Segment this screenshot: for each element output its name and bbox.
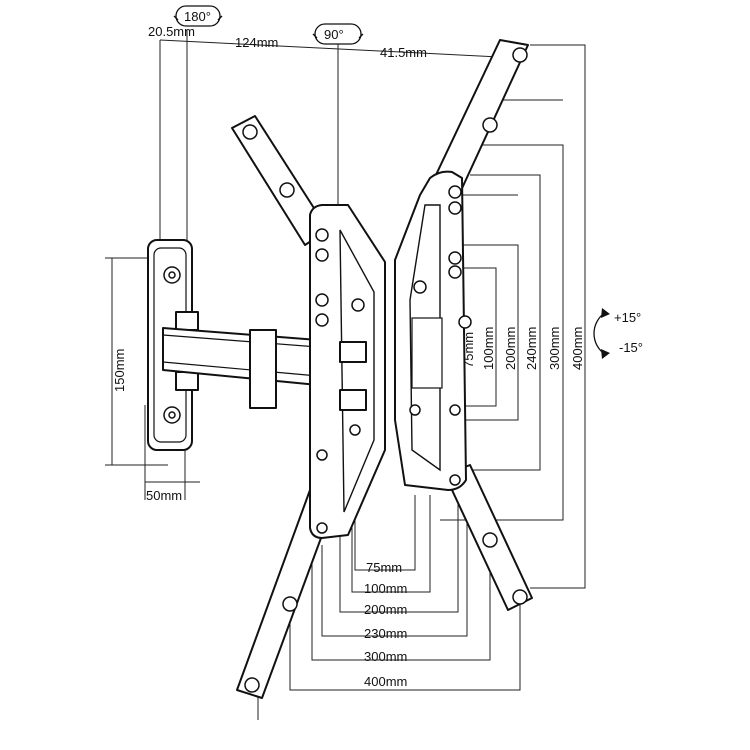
label-h-75mm: 75mm: [366, 560, 402, 575]
label-rotation-90: 90°: [324, 27, 344, 42]
label-20-5mm: 20.5mm: [148, 24, 195, 39]
label-h-100mm: 100mm: [364, 581, 407, 596]
label-rotation-180: 180°: [184, 9, 211, 24]
vesa-bracket-left: [309, 204, 386, 539]
label-h-230mm: 230mm: [364, 626, 407, 641]
label-50mm: 50mm: [146, 488, 182, 503]
label-h-200mm: 200mm: [364, 602, 407, 617]
label-124mm: 124mm: [235, 35, 278, 50]
rotation-90-icon: [312, 23, 364, 45]
label-41-5mm: 41.5mm: [380, 45, 427, 60]
label-v-200mm: 200mm: [503, 327, 518, 370]
label-v-240mm: 240mm: [524, 327, 539, 370]
rotation-180-icon: [173, 5, 223, 27]
label-v-75mm: 75mm: [461, 332, 476, 368]
label-150mm: 150mm: [112, 349, 127, 392]
label-h-400mm: 400mm: [364, 674, 407, 689]
label-v-400mm: 400mm: [570, 327, 585, 370]
label-v-100mm: 100mm: [481, 327, 496, 370]
label-h-300mm: 300mm: [364, 649, 407, 664]
vesa-bracket-right: [394, 170, 472, 491]
dimension-labels: 180° 90° 20.5mm 124mm 41.5mm 150mm 50mm …: [112, 9, 643, 689]
label-tilt-down: -15°: [619, 340, 643, 355]
label-tilt-up: +15°: [614, 310, 641, 325]
label-v-300mm: 300mm: [547, 327, 562, 370]
tilt-arrow-icon: [593, 308, 610, 359]
